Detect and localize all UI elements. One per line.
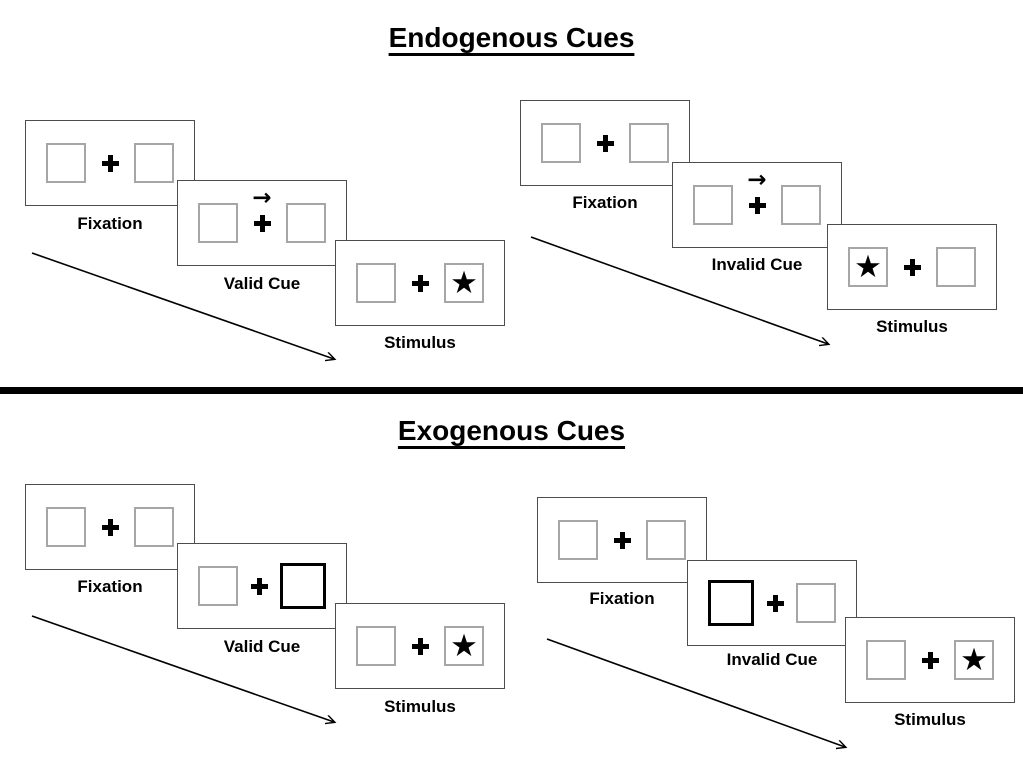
star-icon: ★	[450, 627, 478, 664]
left-box	[356, 626, 396, 666]
right-box-highlighted	[280, 563, 326, 609]
right-arrow-cue-icon: →	[252, 184, 272, 211]
fixation-cross-icon	[411, 637, 429, 655]
section-title-text: Exogenous Cues	[397, 415, 626, 446]
left-box-highlighted	[708, 580, 754, 626]
left-box	[558, 520, 598, 560]
central-cue: →	[747, 168, 767, 214]
fixation-cross-icon	[101, 518, 119, 536]
right-box-star: ★	[444, 263, 484, 303]
fixation-cross-icon	[766, 594, 784, 612]
panel-label-invalid-cue: Invalid Cue	[726, 650, 818, 669]
panel-stimulus: ★	[827, 224, 997, 310]
fixation-cross-icon	[596, 134, 614, 152]
star-icon: ★	[960, 641, 988, 678]
right-box-star: ★	[444, 626, 484, 666]
timeline-arrow	[31, 252, 334, 359]
timeline-arrow	[31, 615, 334, 722]
left-box	[866, 640, 906, 680]
panel-fixation	[25, 484, 195, 570]
panel-label-stimulus: Stimulus	[894, 710, 966, 729]
panel-fixation	[520, 100, 690, 186]
central-cue: →	[252, 186, 272, 232]
right-box	[646, 520, 686, 560]
left-box	[198, 203, 238, 243]
panel-fixation	[25, 120, 195, 206]
fixation-cross-icon	[101, 154, 119, 172]
panel-invalid-cue: →	[672, 162, 842, 248]
left-box	[198, 566, 238, 606]
left-box	[541, 123, 581, 163]
panel-label-stimulus: Stimulus	[876, 317, 948, 336]
panel-stimulus: ★	[845, 617, 1015, 703]
left-box	[693, 185, 733, 225]
panel-label-stimulus: Stimulus	[384, 697, 456, 716]
section-title-endogenous: Endogenous Cues	[0, 22, 1023, 54]
panel-label-fixation: Fixation	[77, 214, 143, 233]
panel-label-fixation: Fixation	[589, 589, 655, 608]
left-box	[46, 507, 86, 547]
right-box	[629, 123, 669, 163]
right-box	[781, 185, 821, 225]
panel-label-valid-cue: Valid Cue	[223, 274, 301, 293]
panel-valid-cue: →	[177, 180, 347, 266]
section-divider	[0, 387, 1023, 394]
right-box	[134, 507, 174, 547]
timeline-arrow	[530, 236, 828, 344]
right-box-star: ★	[954, 640, 994, 680]
left-box-star: ★	[848, 247, 888, 287]
section-title-text: Endogenous Cues	[388, 22, 635, 53]
left-box	[356, 263, 396, 303]
star-icon: ★	[854, 248, 882, 285]
panel-label-fixation: Fixation	[572, 193, 638, 212]
right-box	[796, 583, 836, 623]
star-icon: ★	[450, 264, 478, 301]
panel-invalid-cue	[687, 560, 857, 646]
right-box	[286, 203, 326, 243]
panel-fixation	[537, 497, 707, 583]
fixation-cross-icon	[748, 196, 766, 214]
fixation-cross-icon	[903, 258, 921, 276]
panel-stimulus: ★	[335, 240, 505, 326]
fixation-cross-icon	[411, 274, 429, 292]
fixation-cross-icon	[250, 577, 268, 595]
right-arrow-cue-icon: →	[747, 166, 767, 193]
fixation-cross-icon	[253, 214, 271, 232]
panel-label-valid-cue: Valid Cue	[223, 637, 301, 656]
panel-valid-cue	[177, 543, 347, 629]
panel-stimulus: ★	[335, 603, 505, 689]
fixation-cross-icon	[613, 531, 631, 549]
panel-label-stimulus: Stimulus	[384, 333, 456, 352]
right-box	[134, 143, 174, 183]
left-box	[46, 143, 86, 183]
panel-label-invalid-cue: Invalid Cue	[711, 255, 803, 274]
right-box	[936, 247, 976, 287]
section-title-exogenous: Exogenous Cues	[0, 415, 1023, 447]
fixation-cross-icon	[921, 651, 939, 669]
panel-label-fixation: Fixation	[77, 577, 143, 596]
